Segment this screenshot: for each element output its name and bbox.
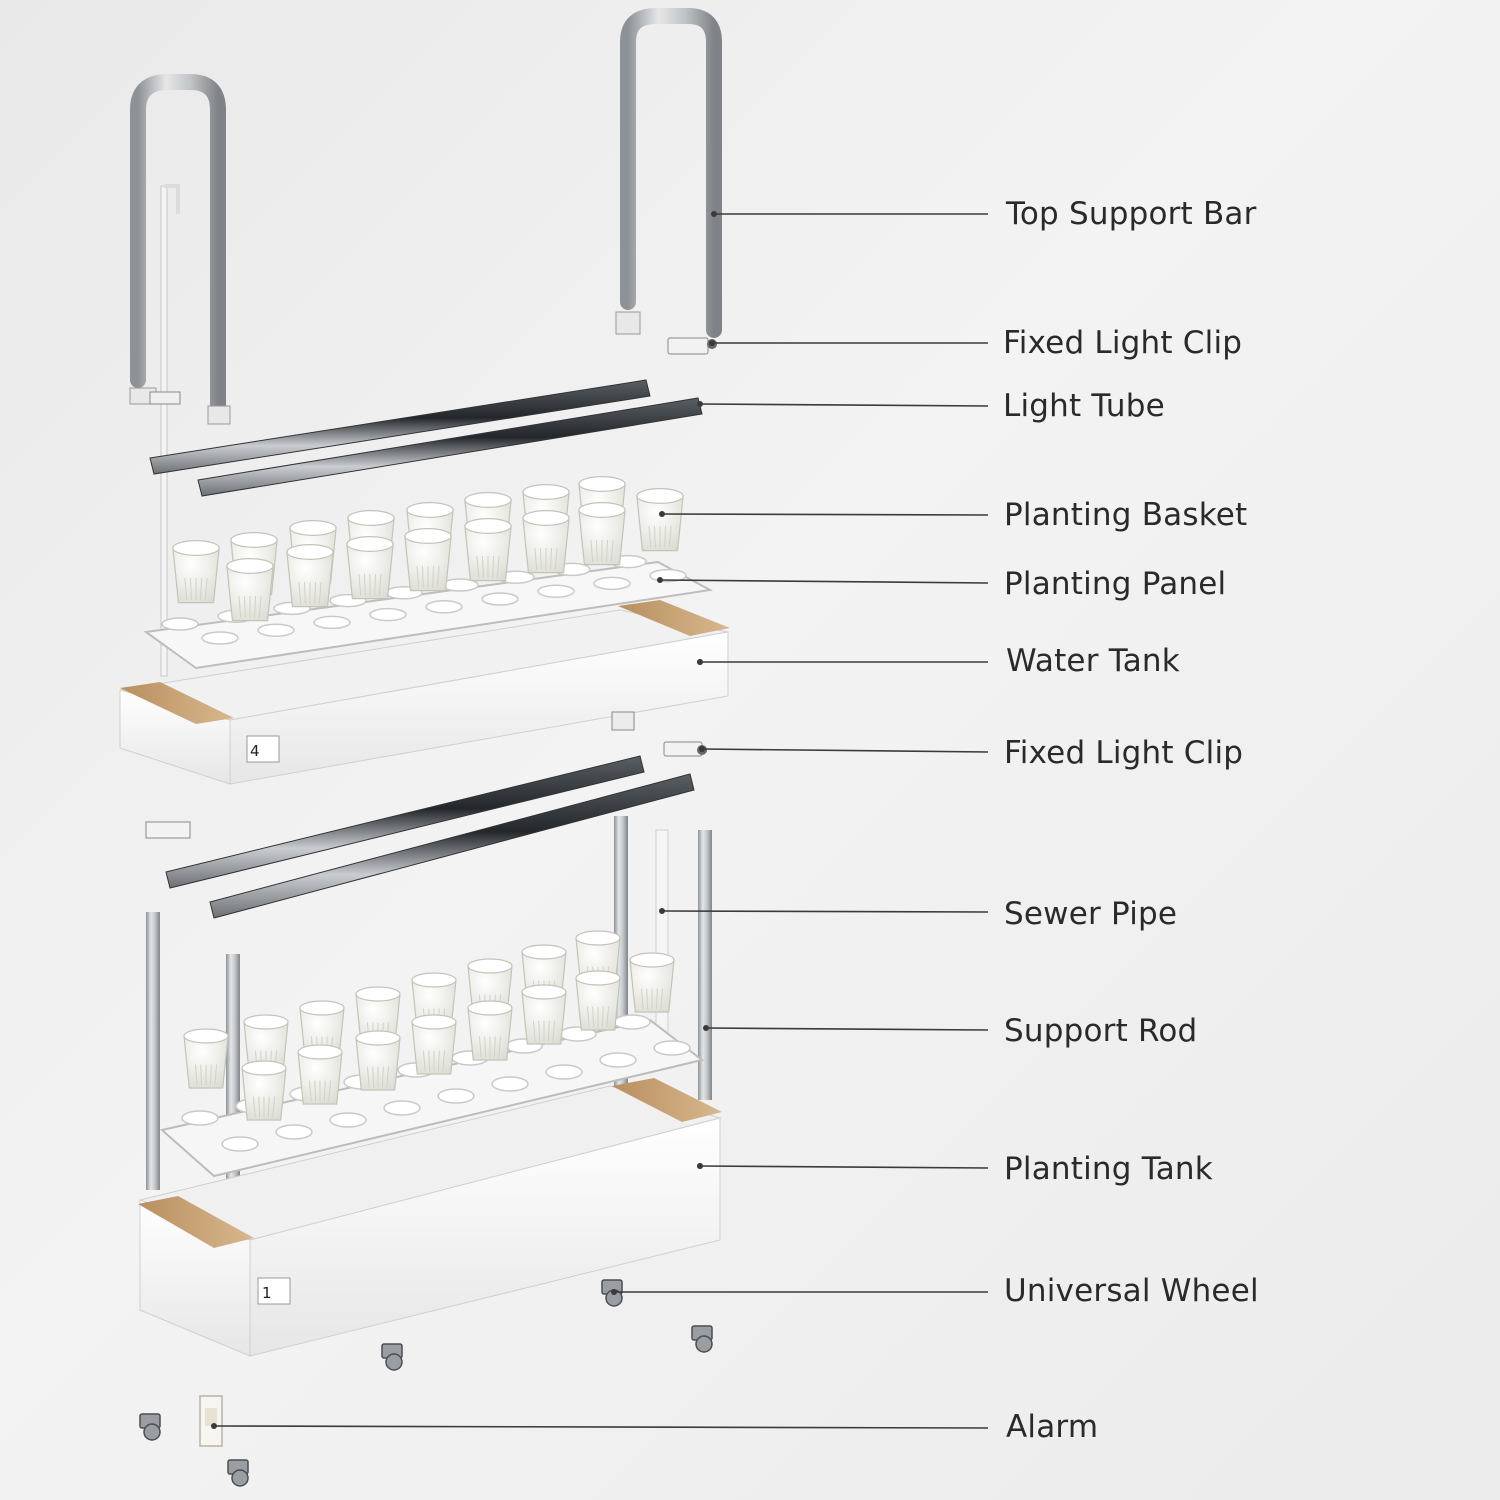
leader-dot: [697, 401, 703, 407]
leader-dot: [657, 577, 663, 583]
label-planting-tank: Planting Tank: [1004, 1151, 1213, 1187]
leader-line: [661, 513, 989, 516]
light-tube-lower: [165, 755, 695, 919]
label-fixed-light-clip-upper: Fixed Light Clip: [1003, 325, 1243, 361]
planting-basket-icon: [297, 1044, 343, 1105]
leader-line: [659, 579, 989, 584]
label-planting-panel: Planting Panel: [1004, 566, 1227, 602]
panel-hole: [481, 592, 519, 606]
alarm-device: [199, 1395, 223, 1447]
top-support-bar-right: [615, 8, 722, 338]
planting-basket-icon: [286, 544, 334, 608]
leader-dot: [703, 1025, 709, 1031]
label-support-rod: Support Rod: [1004, 1013, 1198, 1049]
top-support-bar-left: [129, 74, 231, 425]
tank-tag-upper: 4: [250, 742, 260, 760]
planting-tank-body: 1: [138, 1078, 722, 1357]
panel-hole: [545, 1064, 583, 1080]
label-sewer-pipe: Sewer Pipe: [1004, 896, 1178, 932]
leader-line: [661, 910, 989, 913]
label-light-tube: Light Tube: [1003, 388, 1165, 424]
planting-basket-icon: [226, 558, 274, 622]
label-top-support-bar: Top Support Bar: [1006, 196, 1257, 232]
leader-dot: [697, 659, 703, 665]
planting-basket-icon: [346, 536, 394, 600]
callout-leader-lines: [211, 211, 989, 1429]
panel-hole: [425, 600, 463, 614]
leader-dot: [711, 211, 717, 217]
planting-basket-icon: [172, 540, 220, 604]
label-fixed-light-clip-lower: Fixed Light Clip: [1004, 735, 1244, 771]
leader-line: [705, 1027, 989, 1031]
label-alarm: Alarm: [1006, 1409, 1099, 1445]
panel-hole: [537, 584, 575, 598]
panel-hole: [383, 1100, 421, 1116]
panel-hole: [491, 1076, 529, 1092]
light-tube-upper: [149, 379, 703, 497]
fixed-light-clip-upper-icon: [149, 337, 717, 405]
leader-dot: [699, 746, 705, 752]
panel-hole: [613, 1014, 651, 1030]
panel-hole: [201, 631, 239, 645]
panel-hole: [275, 1124, 313, 1140]
leader-dot: [709, 340, 715, 346]
label-water-tank: Water Tank: [1006, 643, 1180, 679]
planting-basket-icon: [241, 1060, 287, 1121]
panel-hole: [221, 1136, 259, 1152]
planting-basket-icon: [183, 1028, 229, 1089]
planting-basket-icon: [404, 528, 452, 592]
leader-dot: [659, 511, 665, 517]
panel-hole: [593, 576, 631, 591]
panel-hole: [437, 1088, 475, 1104]
leader-line: [213, 1425, 989, 1429]
label-universal-wheel: Universal Wheel: [1004, 1273, 1259, 1309]
panel-hole: [313, 615, 351, 630]
water-tank-body: 4: [119, 600, 730, 785]
leader-dot: [211, 1423, 217, 1429]
leader-line: [701, 748, 989, 753]
planting-basket-icon: [411, 1014, 457, 1075]
tank-tag-lower: 1: [262, 1284, 272, 1302]
panel-hole: [599, 1052, 637, 1068]
leader-dot: [697, 1163, 703, 1169]
planting-basket-icon: [355, 1030, 401, 1091]
planting-basket-icon: [578, 502, 626, 566]
panel-hole: [161, 617, 199, 631]
planting-basket-group-upper: [172, 476, 684, 622]
planting-basket-icon: [575, 970, 621, 1031]
leader-dot: [611, 1289, 617, 1295]
panel-hole: [653, 1040, 691, 1056]
planting-basket-icon: [522, 510, 570, 574]
planting-basket-icon: [467, 1000, 513, 1061]
planting-basket-icon: [636, 488, 684, 552]
sewer-pipe-upper: [160, 184, 180, 677]
planting-basket-icon: [521, 984, 567, 1045]
leader-dot: [659, 908, 665, 914]
panel-hole: [369, 607, 407, 622]
leader-line: [699, 1165, 989, 1169]
panel-hole: [257, 623, 295, 637]
leader-line: [699, 403, 989, 407]
planting-basket-group-lower: [183, 930, 675, 1121]
universal-wheels: [139, 1279, 713, 1487]
panel-hole: [329, 1112, 367, 1128]
label-planting-basket: Planting Basket: [1004, 497, 1248, 533]
planting-basket-icon: [464, 518, 512, 582]
panel-hole: [181, 1110, 219, 1126]
planting-basket-icon: [629, 952, 675, 1013]
